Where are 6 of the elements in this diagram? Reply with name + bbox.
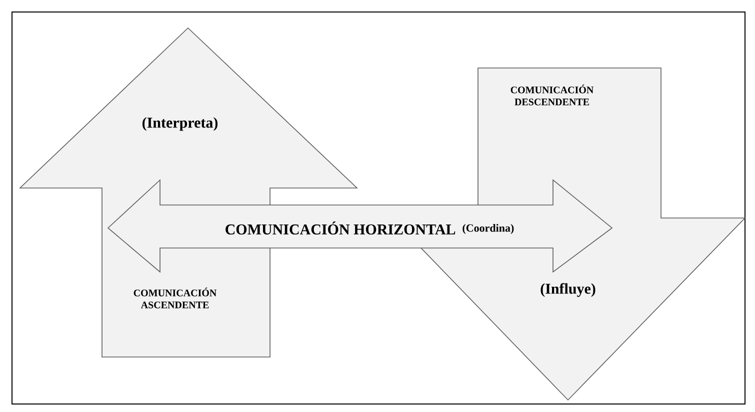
arrow-label: (Interpreta) <box>142 117 218 131</box>
arrow-label: (Influye) <box>540 283 596 297</box>
arrow-label: (Coordina) <box>462 224 514 234</box>
arrow-label: COMUNICACIÓN DESCENDENTE <box>510 84 594 106</box>
arrow-label: COMUNICACIÓN HORIZONTAL <box>226 222 456 234</box>
arrow-label: COMUNICACIÓN ASCENDENTE <box>134 288 217 308</box>
